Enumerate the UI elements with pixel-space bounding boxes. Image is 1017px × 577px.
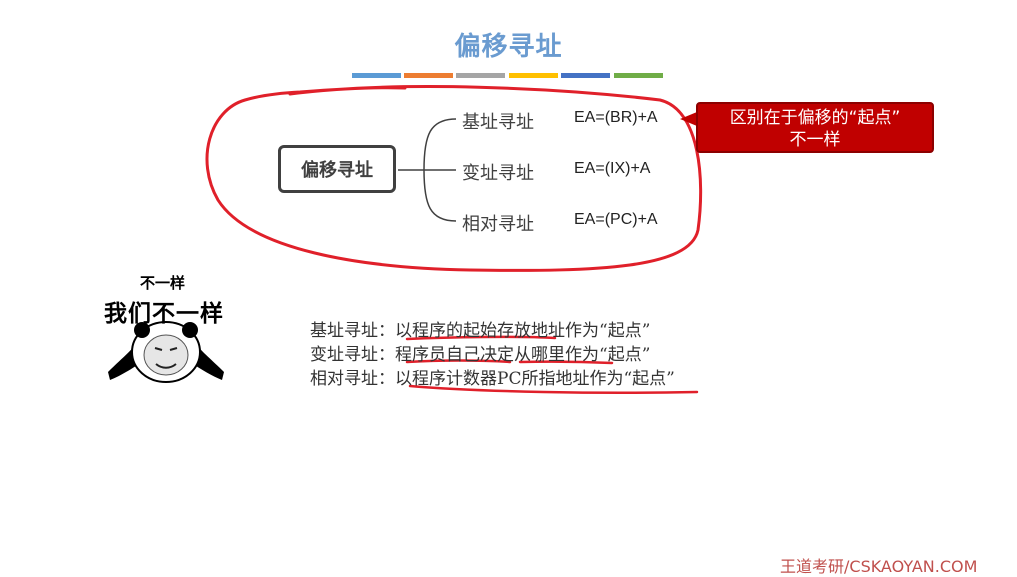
connector-top bbox=[423, 118, 457, 171]
note-prefix: 相对寻址： bbox=[310, 369, 395, 389]
formula-index: EA=(IX)+A bbox=[574, 160, 651, 177]
meme-caption-main: 我们不一样 bbox=[104, 301, 224, 327]
underline-2 bbox=[405, 359, 512, 364]
title-bar-6 bbox=[614, 73, 663, 78]
note-text: 以程序计数器PC所指地址作为“起点” bbox=[395, 369, 675, 389]
title-bar-4 bbox=[509, 73, 558, 78]
slide-title: 偏移寻址 bbox=[454, 32, 563, 62]
title-bar-5 bbox=[561, 73, 610, 78]
branch-base-addressing: 基址寻址 bbox=[462, 112, 534, 133]
note-line-index: 变址寻址：程序员自己决定从哪里作为“起点” bbox=[310, 340, 650, 365]
branch-index-addressing: 变址寻址 bbox=[462, 163, 534, 184]
underline-3 bbox=[518, 360, 614, 365]
branch-relative-addressing: 相对寻址 bbox=[462, 214, 534, 235]
panda-meme-icon bbox=[108, 321, 224, 383]
note-text: 程序员自己决定从哪里作为“起点” bbox=[395, 345, 651, 365]
meme-caption-small: 不一样 bbox=[140, 274, 186, 292]
note-prefix: 基址寻址： bbox=[310, 321, 395, 341]
underline-4 bbox=[408, 384, 699, 394]
connector-bottom bbox=[423, 169, 457, 222]
title-bar-2 bbox=[404, 73, 453, 78]
callout-line-1: 区别在于偏移的“起点” bbox=[729, 108, 901, 128]
title-bar-1 bbox=[352, 73, 401, 78]
callout-line-2: 不一样 bbox=[789, 130, 841, 150]
callout-pointer bbox=[680, 112, 697, 126]
title-bar-3 bbox=[456, 73, 505, 78]
underline-1 bbox=[405, 335, 557, 341]
note-text: 以程序的起始存放地址作为“起点” bbox=[395, 321, 651, 341]
formula-relative: EA=(PC)+A bbox=[574, 211, 658, 228]
center-node: 偏移寻址 bbox=[278, 145, 396, 193]
formula-base: EA=(BR)+A bbox=[574, 109, 658, 126]
red-circle-annotation bbox=[205, 85, 703, 272]
callout-box: 区别在于偏移的“起点” 不一样 bbox=[696, 102, 934, 153]
note-prefix: 变址寻址： bbox=[310, 345, 395, 365]
footer-watermark: 王道考研/CSKAOYAN.COM bbox=[780, 557, 978, 576]
note-line-relative: 相对寻址：以程序计数器PC所指地址作为“起点” bbox=[310, 364, 675, 389]
note-line-base: 基址寻址：以程序的起始存放地址作为“起点” bbox=[310, 316, 650, 341]
